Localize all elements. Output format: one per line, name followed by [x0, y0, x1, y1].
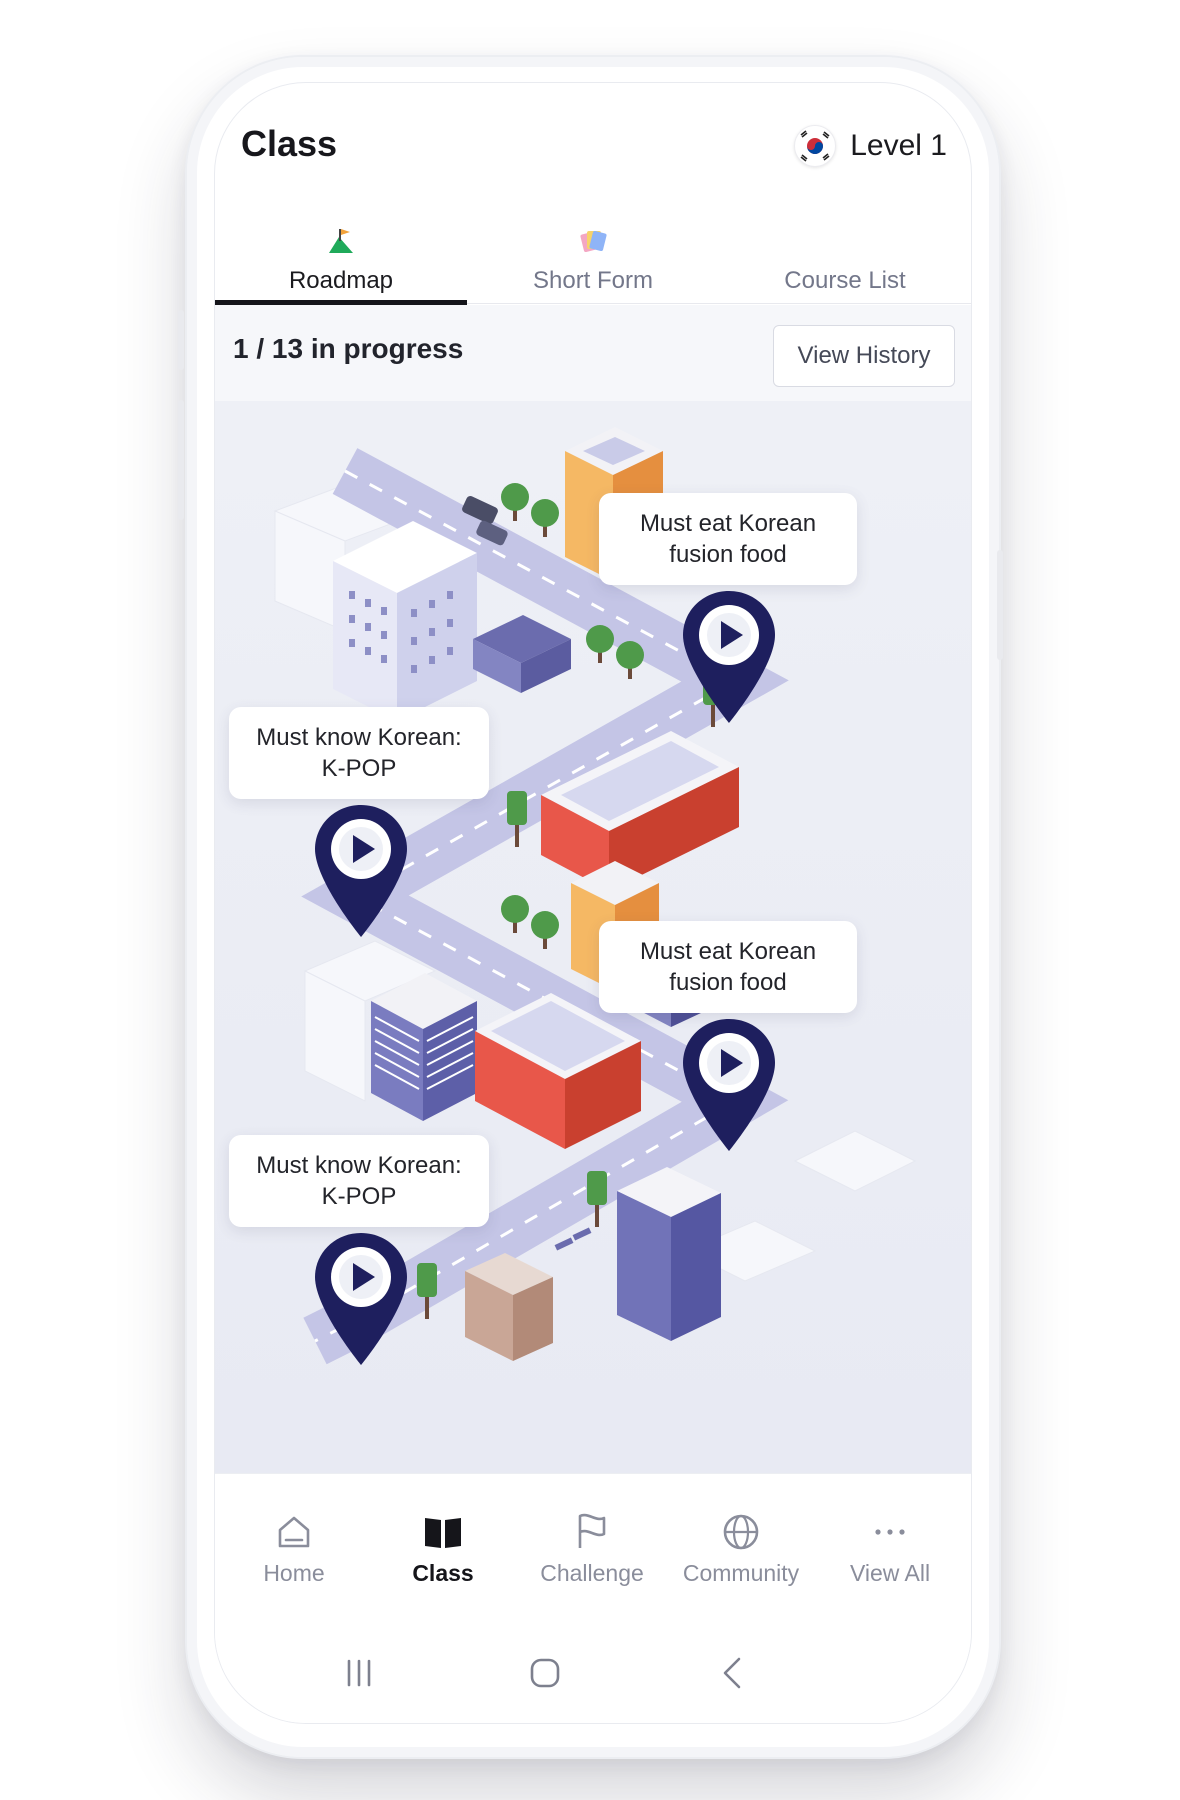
building-glass-tower	[617, 1167, 721, 1341]
nav-label: Home	[263, 1560, 325, 1586]
volume-button	[178, 310, 184, 370]
tab-label: Roadmap	[288, 267, 394, 294]
app-header: Class Level 1	[215, 113, 971, 203]
building-red-2	[475, 993, 641, 1149]
app-screen: Class Level 1	[214, 82, 972, 1724]
nav-label: Challenge	[540, 1560, 644, 1586]
globe-icon	[723, 1514, 759, 1550]
nav-community[interactable]: Community	[666, 1510, 816, 1600]
lesson-bubble[interactable]: Must eat Korean fusion food	[599, 493, 857, 585]
progress-row: 1 / 13 in progress View History	[215, 305, 971, 401]
tab-roadmap[interactable]: Roadmap	[215, 213, 467, 305]
progress-status: 1 / 13 in progress	[233, 333, 464, 364]
nav-home[interactable]: Home	[219, 1510, 369, 1600]
trees	[417, 483, 723, 1319]
play-pin-icon[interactable]	[679, 589, 779, 727]
level-label: Level 1	[850, 129, 947, 162]
system-nav-bar	[215, 1623, 971, 1723]
volume-button	[178, 400, 184, 520]
bottom-nav: Home Class Challenge Community	[215, 1473, 971, 1624]
page-title: Class	[241, 123, 338, 164]
korea-flag-icon	[794, 125, 837, 167]
flag-mountain-icon	[329, 229, 353, 253]
view-history-button[interactable]: View History	[773, 325, 955, 387]
benches	[554, 1227, 592, 1251]
tab-course-list[interactable]: Course List	[719, 213, 971, 303]
building-white-tower	[333, 521, 477, 721]
nav-label: View All	[849, 1560, 931, 1586]
play-pin-icon[interactable]	[311, 1231, 411, 1369]
lesson-bubble[interactable]: Must know Korean: K-POP	[229, 707, 489, 799]
tab-bar: Roadmap Short Form Course List	[215, 213, 971, 305]
lesson-bubble[interactable]: Must eat Korean fusion food	[599, 921, 857, 1013]
level-indicator[interactable]: Level 1	[794, 125, 947, 167]
nav-label: Class	[412, 1560, 474, 1586]
power-button	[997, 550, 1003, 660]
more-icon	[875, 1529, 905, 1535]
building-purple-low	[473, 615, 571, 693]
tab-short-form[interactable]: Short Form	[467, 213, 719, 303]
nav-label: Community	[682, 1560, 800, 1586]
nav-class[interactable]: Class	[368, 1510, 518, 1600]
tab-label: Short Form	[532, 267, 654, 294]
nav-view-all[interactable]: View All	[815, 1510, 965, 1600]
building-brown	[465, 1253, 553, 1361]
book-icon	[425, 1518, 461, 1548]
lesson-bubble[interactable]: Must know Korean: K-POP	[229, 1135, 489, 1227]
home-button-icon[interactable]	[515, 1645, 575, 1701]
play-pin-icon[interactable]	[679, 1017, 779, 1155]
building-red-1	[541, 731, 739, 891]
cars	[462, 495, 508, 546]
back-icon[interactable]	[703, 1645, 763, 1701]
home-icon	[278, 1516, 310, 1548]
recent-apps-icon[interactable]	[329, 1645, 389, 1701]
nav-challenge[interactable]: Challenge	[517, 1510, 667, 1600]
roadmap-map[interactable]: Must eat Korean fusion food Must know Ko…	[215, 401, 971, 1473]
building-blue-tower	[371, 973, 477, 1121]
play-pin-icon[interactable]	[311, 803, 411, 941]
cards-icon	[580, 230, 607, 253]
tab-label: Course List	[784, 267, 906, 294]
active-tab-indicator	[215, 300, 467, 305]
flag-icon	[578, 1513, 606, 1548]
